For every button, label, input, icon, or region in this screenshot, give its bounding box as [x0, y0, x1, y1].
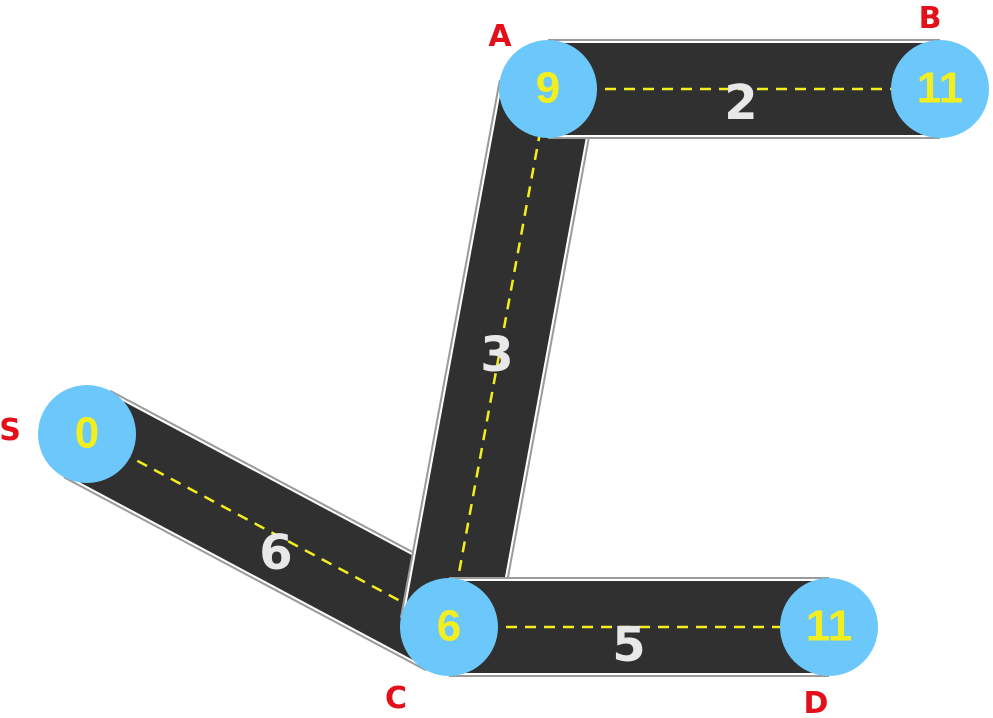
- node-value-b: 11: [917, 64, 964, 113]
- node-circle: [780, 578, 878, 676]
- node-letters: S A B C D: [0, 1, 941, 718]
- road-edges: [63, 39, 940, 677]
- road-surface: [65, 393, 471, 668]
- node-letter-d: D: [804, 686, 829, 718]
- node-b: 11: [891, 40, 989, 138]
- node-circle: [891, 40, 989, 138]
- node-c: 6: [400, 578, 498, 676]
- node-value-d: 11: [806, 602, 853, 651]
- node-value-s: 0: [75, 409, 99, 458]
- edge-weight-a-b: 2: [724, 75, 757, 131]
- node-letter-b: B: [919, 1, 942, 36]
- node-circle: [38, 385, 136, 483]
- edge-weight-c-d: 5: [612, 617, 645, 673]
- lane-line: [447, 88, 550, 628]
- edge-weight-s-c: 6: [259, 525, 292, 581]
- road-c-a: [399, 79, 598, 637]
- road-s-c: [63, 389, 473, 672]
- node-letter-a: A: [488, 19, 512, 54]
- node-circle: [499, 40, 597, 138]
- node-s: 0: [38, 385, 136, 483]
- edge-weight-c-a: 3: [480, 327, 513, 383]
- node-circle: [400, 578, 498, 676]
- node-letter-s: S: [0, 413, 21, 448]
- node-letter-c: C: [385, 681, 407, 716]
- node-d: 11: [780, 578, 878, 676]
- edge-weights: 6 3 2 5: [259, 75, 757, 673]
- node-a: 9: [499, 40, 597, 138]
- node-value-c: 6: [437, 602, 461, 651]
- node-value-a: 9: [536, 64, 560, 113]
- graph-nodes: 0 9 11 6 11: [38, 40, 989, 676]
